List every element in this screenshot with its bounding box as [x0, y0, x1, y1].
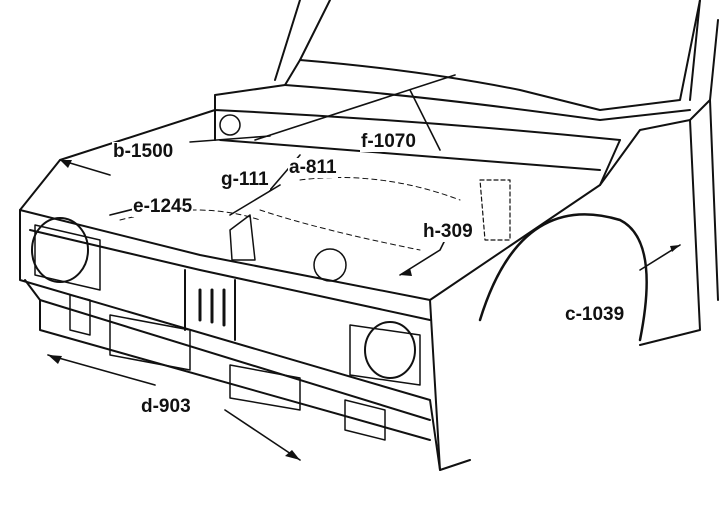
dimension-label-e: e-1245	[132, 196, 194, 217]
dimension-label-d: d-903	[140, 396, 192, 417]
dimension-label-c: c-1039	[564, 304, 626, 325]
dimension-label-a: a-811	[288, 157, 338, 178]
dimension-label-h: h-309	[422, 221, 474, 242]
dimension-label-f: f-1070	[360, 131, 417, 152]
dimension-label-b: b-1500	[112, 141, 175, 162]
dimension-label-g: g-111	[220, 169, 270, 190]
